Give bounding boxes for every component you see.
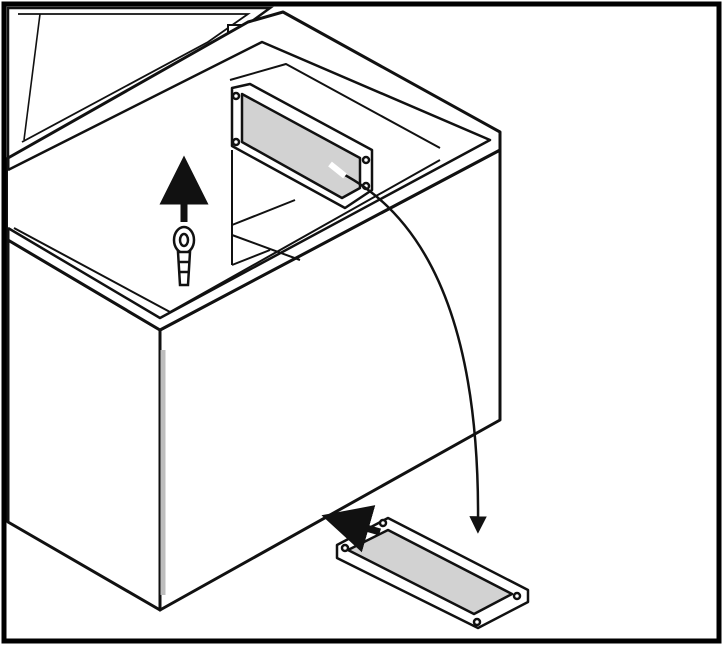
panel-to-tray-arrow — [334, 168, 487, 534]
freezer-cabinet — [6, 10, 502, 612]
divider-panel — [230, 82, 374, 210]
slide-tray-arrow — [321, 505, 381, 553]
drain-plug — [172, 225, 196, 287]
inner-wall — [231, 150, 301, 266]
